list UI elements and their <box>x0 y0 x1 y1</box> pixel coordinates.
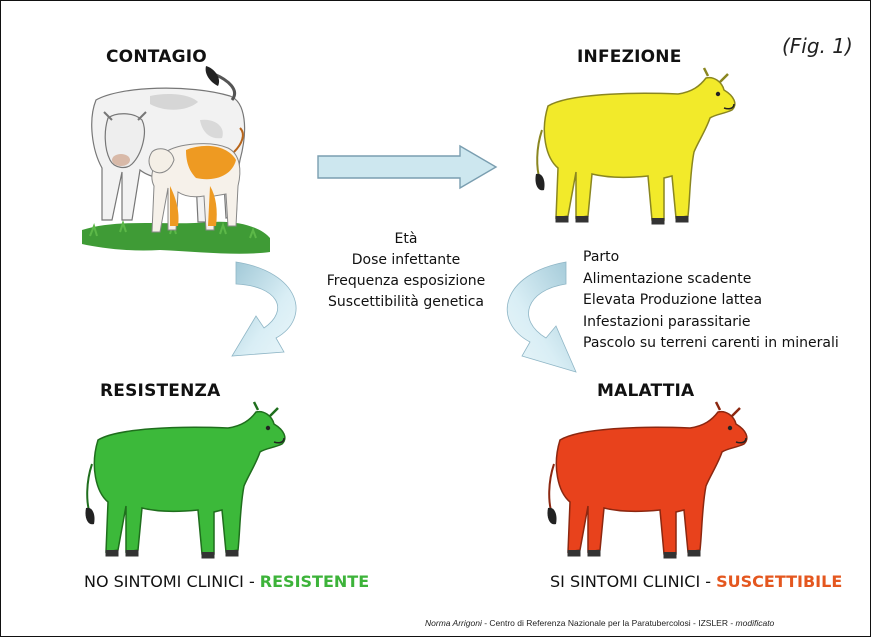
outcome-suscettibile-emphasis: SUSCETTIBILE <box>716 572 842 591</box>
credit-suffix: modificato <box>736 618 775 628</box>
arrow-to-resistenza <box>232 262 296 356</box>
arrow-contagio-infezione <box>318 146 496 188</box>
stage-contagio: CONTAGIO <box>106 47 207 67</box>
outcome-resistente-prefix: NO SINTOMI CLINICI - <box>84 572 260 591</box>
exposure-factor: Età <box>316 229 496 250</box>
risk-factor: Elevata Produzione lattea <box>583 290 839 312</box>
credit-line: Norma Arrigoni - Centro di Referenza Naz… <box>425 618 774 628</box>
risk-factors: Parto Alimentazione scadente Elevata Pro… <box>583 247 839 355</box>
outcome-resistente-emphasis: RESISTENTE <box>260 572 369 591</box>
stage-resistenza: RESISTENZA <box>100 381 220 401</box>
risk-factor: Alimentazione scadente <box>583 269 839 291</box>
outcome-suscettibile: SI SINTOMI CLINICI - SUSCETTIBILE <box>550 572 842 591</box>
credit-author: Norma Arrigoni <box>425 618 482 628</box>
exposure-factor: Dose infettante <box>316 250 496 271</box>
outcome-resistente: NO SINTOMI CLINICI - RESISTENTE <box>84 572 369 591</box>
exposure-factors: Età Dose infettante Frequenza esposizion… <box>316 229 496 313</box>
outcome-suscettibile-prefix: SI SINTOMI CLINICI - <box>550 572 716 591</box>
exposure-factor: Suscettibilità genetica <box>316 292 496 313</box>
risk-factor: Infestazioni parassitarie <box>583 312 839 334</box>
malattia-cow-illustration <box>547 402 746 558</box>
risk-factor: Pascolo su terreni carenti in minerali <box>583 333 839 355</box>
stage-infezione: INFEZIONE <box>577 47 682 67</box>
contagio-cow-illustration <box>82 66 270 254</box>
exposure-factor: Frequenza esposizione <box>316 271 496 292</box>
credit-text: - Centro di Referenza Nazionale per la P… <box>482 618 736 628</box>
arrow-to-malattia <box>507 262 576 372</box>
figure-label: (Fig. 1) <box>782 34 853 58</box>
stage-malattia: MALATTIA <box>597 381 694 401</box>
risk-factor: Parto <box>583 247 839 269</box>
resistenza-cow-illustration <box>85 402 284 558</box>
infezione-cow-illustration <box>535 68 734 224</box>
